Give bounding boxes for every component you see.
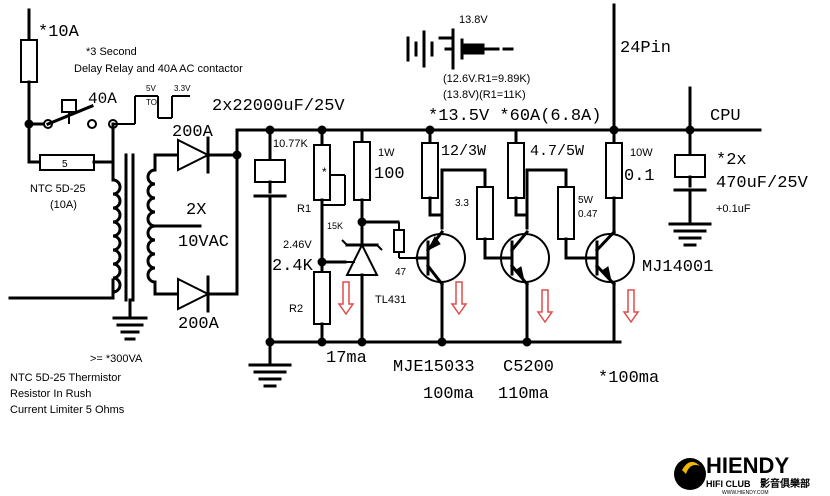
pot-wiper-marker: * <box>322 165 327 179</box>
pin-24-label: 24Pin <box>620 39 671 58</box>
r-top-label: 10.77K <box>273 138 309 150</box>
battery-voltage-label: 13.8V <box>459 14 488 26</box>
logo-cn: 影音俱樂部 <box>760 477 810 490</box>
logo-url: WWW.HIENDY.COM <box>722 490 769 496</box>
current-arrow-q1 <box>450 281 468 316</box>
r-3-3-label: 3.3 <box>455 198 469 209</box>
current-arrow-q2 <box>536 289 554 324</box>
r-47-symbol <box>393 229 405 253</box>
relay-5v-label: 5V <box>146 84 156 93</box>
rectifier-diodes <box>177 128 242 313</box>
tl431-symbol <box>345 242 379 276</box>
diode-top-symbol <box>177 138 211 172</box>
r-12-label: 12/3W <box>441 143 486 160</box>
ntc-current-label: (10A) <box>50 199 77 211</box>
relay-note-1: *3 Second <box>86 46 137 58</box>
vref-label: 2.46V <box>283 239 312 251</box>
current-arrow-17ma <box>337 281 355 316</box>
output-spec-label: *13.5V *60A(6.8A) <box>428 107 601 126</box>
battery-note-1: (12.6V.R1=9.89K) <box>443 73 530 85</box>
relay-rating-label: 40A <box>88 90 117 108</box>
fuse-label: *10A <box>38 23 80 42</box>
q2-label: C5200 <box>503 358 554 377</box>
logo-brand: HIENDY <box>706 453 789 478</box>
reference-section <box>313 128 417 347</box>
current-arrow-q3 <box>622 289 640 324</box>
ntc-note-2: Resistor In Rush <box>10 388 91 400</box>
battery-symbol <box>406 28 514 70</box>
ntc-note-1: NTC 5D-25 Thermistor <box>10 372 121 384</box>
ac-input-section <box>8 8 190 300</box>
current-arrows <box>337 281 640 324</box>
diode-bottom-symbol <box>177 277 211 311</box>
transformer <box>111 153 202 341</box>
fuse-symbol <box>20 39 38 83</box>
hiendy-logo: HIENDY HIFI CLUB 影音俱樂部 WWW.HIENDY.COM <box>674 453 810 496</box>
q2-current-label: 110ma <box>498 385 549 404</box>
r-1w-rating-label: 1W <box>378 147 395 159</box>
r2-value-label: 2.4K <box>272 257 314 276</box>
output-capacitors <box>668 128 712 247</box>
r-0-47-label: 0.47 <box>578 209 598 220</box>
cap-out-label-3: +0.1uF <box>716 203 751 215</box>
r1-label: R1 <box>297 203 311 215</box>
r2-symbol <box>313 271 331 325</box>
cpu-label: CPU <box>710 107 741 126</box>
q2-stage <box>495 128 582 347</box>
ntc-note-3: Current Limiter 5 Ohms <box>10 404 125 416</box>
ntc-value-label: 5 <box>62 159 68 170</box>
cap-out-label-1: *2x <box>716 151 747 170</box>
r-4-7-label: 4.7/5W <box>530 143 584 160</box>
relay-3v3-label: 3.3V <box>174 84 191 93</box>
bulk-cap-label: 2x22000uF/25V <box>212 97 345 116</box>
relay-to-label: TO <box>146 98 157 107</box>
relay-note-2: Delay Relay and 40A AC contactor <box>74 63 243 75</box>
current-17ma-label: 17ma <box>326 349 367 368</box>
q3-label: MJ14001 <box>642 258 713 277</box>
ntc-name-label: NTC 5D-25 <box>30 183 86 195</box>
bulk-capacitor <box>248 128 292 388</box>
q3-stage <box>578 128 635 344</box>
logo-emblem-icon <box>674 458 706 490</box>
r-5w-label: 5W <box>578 195 594 206</box>
labels: *10A *3 Second Delay Relay and 40A AC co… <box>10 14 809 416</box>
q1-current-label: 100ma <box>423 385 474 404</box>
r1-pot-label: 15K <box>327 221 343 231</box>
r-10w-label: 10W <box>630 147 653 159</box>
logo-sub: HIFI CLUB <box>706 479 751 489</box>
secondary-2x-label: 2X <box>186 201 206 220</box>
cap-out-label-2: 470uF/25V <box>716 174 809 193</box>
r-100-symbol <box>353 141 371 201</box>
q1-label: MJE15033 <box>393 358 475 377</box>
r-47-label: 47 <box>395 267 407 278</box>
secondary-vac-label: 10VAC <box>178 233 229 252</box>
battery-note-2: (13.8V)(R1=11K) <box>443 89 526 101</box>
r2-label: R2 <box>289 303 303 315</box>
r-0-1-label: 0.1 <box>624 167 655 186</box>
relay-coil-symbol <box>61 99 77 113</box>
r-1w-value-label: 100 <box>374 165 405 184</box>
q1-stage <box>415 128 499 347</box>
transformer-rating-label: >= *300VA <box>90 353 143 365</box>
tl431-label: TL431 <box>375 294 406 306</box>
q3-current-label: *100ma <box>598 369 659 388</box>
diode-bottom-label: 200A <box>178 315 220 334</box>
diode-top-label: 200A <box>172 123 214 142</box>
